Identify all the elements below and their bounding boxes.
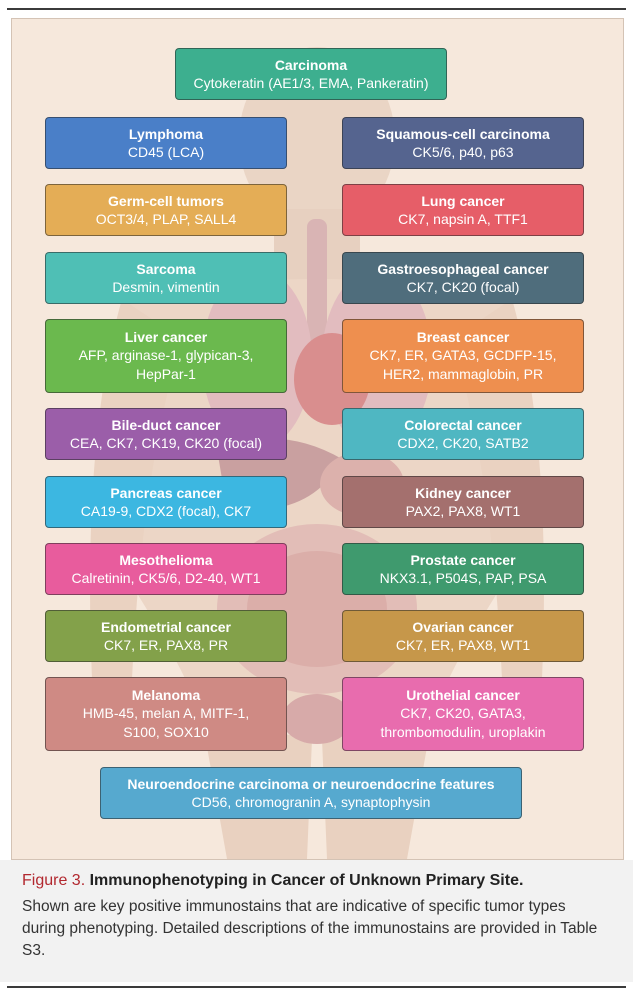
box-markers: CK7, napsin A, TTF1 (398, 210, 528, 227)
figure-caption (0, 860, 633, 982)
box-markers: CK5/6, p40, p63 (412, 143, 514, 160)
box-title: Liver cancer (124, 329, 208, 345)
box-markers: CDX2, CK20, SATB2 (397, 434, 529, 451)
box-markers-line-1: CK7, CK20, GATA3, (400, 705, 526, 721)
box-markers: CK7, CK20 (focal) (406, 278, 520, 295)
box-markers-line-2: HepPar-1 (136, 366, 196, 382)
box-markers: OCT3/4, PLAP, SALL4 (95, 210, 237, 227)
bottom-rule (7, 986, 626, 988)
box-title: Gastroesophageal cancer (377, 260, 549, 277)
box-pancreas-cancer: Pancreas cancer CA19-9, CDX2 (focal), CK… (45, 476, 287, 528)
box-title: Pancreas cancer (110, 484, 222, 501)
box-bile-duct-cancer: Bile-duct cancer CEA, CK7, CK19, CK20 (f… (45, 408, 287, 460)
box-mesothelioma: Mesothelioma Calretinin, CK5/6, D2-40, W… (45, 543, 287, 595)
box-title: Lung cancer (421, 192, 505, 209)
box-markers: Desmin, vimentin (112, 278, 220, 295)
box-title: Colorectal cancer (404, 416, 522, 433)
caption-title: Figure 3. Immunophenotyping in Cancer of… (22, 871, 617, 891)
box-lung-cancer: Lung cancer CK7, napsin A, TTF1 (342, 184, 584, 236)
box-liver-cancer: Liver cancer AFP, arginase-1, glypican-3… (45, 319, 287, 393)
caption-body: Shown are key positive immunostains that… (22, 898, 598, 959)
box-markers: CEA, CK7, CK19, CK20 (focal) (69, 434, 263, 451)
box-markers: NKX3.1, P504S, PAP, PSA (379, 569, 547, 586)
box-colorectal-cancer: Colorectal cancer CDX2, CK20, SATB2 (342, 408, 584, 460)
box-prostate-cancer: Prostate cancer NKX3.1, P504S, PAP, PSA (342, 543, 584, 595)
box-title: Urothelial cancer (406, 687, 520, 703)
box-kidney-cancer: Kidney cancer PAX2, PAX8, WT1 (342, 476, 584, 528)
caption-heading: Immunophenotyping in Cancer of Unknown P… (89, 872, 524, 889)
box-title: Kidney cancer (415, 484, 511, 501)
box-title: Mesothelioma (119, 551, 213, 568)
box-markers: CK7, ER, PAX8, PR (103, 636, 229, 653)
box-markers-line-1: CK7, ER, GATA3, GCDFP-15, (369, 347, 557, 363)
box-squamous-cell-carcinoma: Squamous-cell carcinoma CK5/6, p40, p63 (342, 117, 584, 169)
box-title: Melanoma (131, 687, 201, 703)
box-markers-line-2: thrombomodulin, uroplakin (380, 724, 546, 740)
box-title: Neuroendocrine carcinoma or neuroendocri… (127, 775, 495, 792)
box-markers: Calretinin, CK5/6, D2-40, WT1 (71, 569, 261, 586)
box-sarcoma: Sarcoma Desmin, vimentin (45, 252, 287, 304)
box-ovarian-cancer: Ovarian cancer CK7, ER, PAX8, WT1 (342, 610, 584, 662)
box-neuroendocrine: Neuroendocrine carcinoma or neuroendocri… (100, 767, 522, 819)
box-title: Prostate cancer (410, 551, 516, 568)
box-markers: CD56, chromogranin A, synaptophysin (191, 793, 431, 810)
box-lymphoma: Lymphoma CD45 (LCA) (45, 117, 287, 169)
box-carcinoma: Carcinoma Cytokeratin (AE1/3, EMA, Panke… (175, 48, 447, 100)
box-urothelial-cancer: Urothelial cancer CK7, CK20, GATA3, thro… (342, 677, 584, 751)
box-markers-line-2: S100, SOX10 (123, 724, 209, 740)
box-breast-cancer: Breast cancer CK7, ER, GATA3, GCDFP-15, … (342, 319, 584, 393)
top-rule (7, 8, 626, 10)
box-title: Breast cancer (416, 329, 510, 345)
box-markers: CD45 (LCA) (127, 143, 205, 160)
box-title: Germ-cell tumors (108, 192, 224, 209)
box-title: Sarcoma (136, 260, 196, 277)
box-title: Lymphoma (128, 125, 204, 142)
caption-figure-label: Figure 3. (22, 872, 86, 889)
box-markers-line-1: AFP, arginase-1, glypican-3, (78, 347, 254, 363)
box-title: Bile-duct cancer (111, 416, 221, 433)
box-title: Ovarian cancer (412, 618, 514, 635)
box-gastroesophageal-cancer: Gastroesophageal cancer CK7, CK20 (focal… (342, 252, 584, 304)
box-markers-line-2: HER2, mammaglobin, PR (382, 366, 544, 382)
box-melanoma: Melanoma HMB-45, melan A, MITF-1, S100, … (45, 677, 287, 751)
box-markers-line-1: HMB-45, melan A, MITF-1, (82, 705, 250, 721)
box-markers: CA19-9, CDX2 (focal), CK7 (80, 502, 252, 519)
box-germ-cell-tumors: Germ-cell tumors OCT3/4, PLAP, SALL4 (45, 184, 287, 236)
box-title: Squamous-cell carcinoma (376, 125, 550, 142)
box-markers: Cytokeratin (AE1/3, EMA, Pankeratin) (193, 74, 429, 91)
box-endometrial-cancer: Endometrial cancer CK7, ER, PAX8, PR (45, 610, 287, 662)
box-markers: CK7, ER, PAX8, WT1 (395, 636, 531, 653)
box-markers: PAX2, PAX8, WT1 (405, 502, 521, 519)
box-title: Endometrial cancer (101, 618, 231, 635)
box-title: Carcinoma (274, 56, 348, 73)
